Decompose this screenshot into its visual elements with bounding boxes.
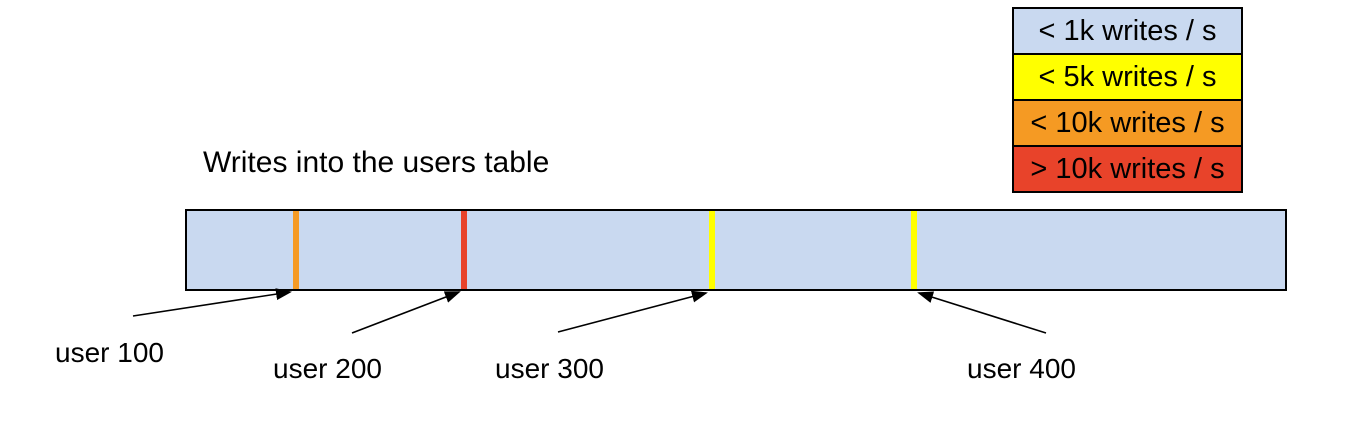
bar-marker-user-200	[460, 211, 467, 289]
user-400-arrow	[917, 291, 1047, 334]
user-200-arrow	[351, 291, 461, 334]
legend-item-lt-10k: < 10k writes / s	[1012, 99, 1243, 147]
legend-item-lt-1k: < 1k writes / s	[1012, 7, 1243, 55]
users-table-bar	[185, 209, 1287, 291]
legend-item-lt-5k: < 5k writes / s	[1012, 53, 1243, 101]
legend: < 1k writes / s < 5k writes / s < 10k wr…	[1012, 7, 1243, 193]
diagram-title: Writes into the users table	[203, 146, 550, 179]
user-300-label: user 300	[495, 353, 604, 384]
bar-marker-user-400	[910, 211, 917, 289]
legend-item-gt-10k: > 10k writes / s	[1012, 145, 1243, 193]
user-200-label: user 200	[273, 353, 382, 384]
bar-marker-user-300	[708, 211, 715, 289]
user-100-arrow	[132, 288, 292, 317]
user-300-arrow	[557, 290, 708, 333]
user-400-label: user 400	[967, 353, 1076, 384]
user-100-label: user 100	[55, 337, 164, 368]
bar-marker-user-100	[292, 211, 299, 289]
